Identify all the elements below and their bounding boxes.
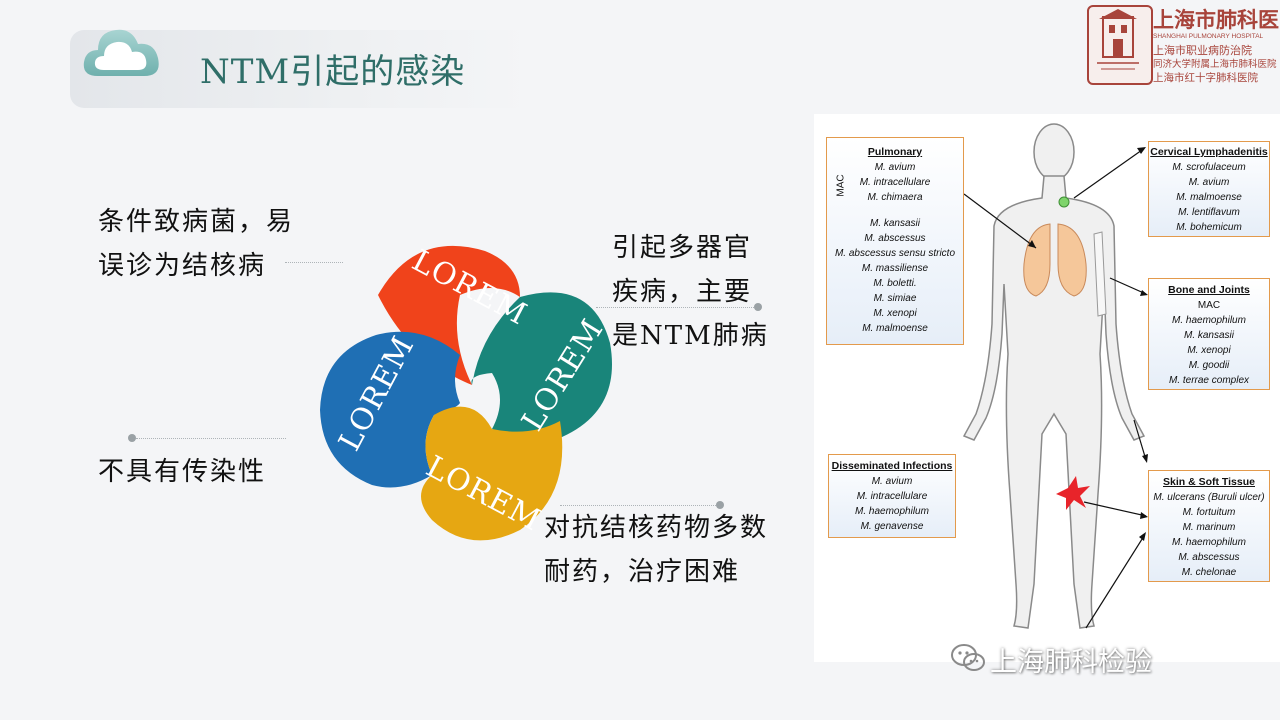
- human-body-figure: [853, 123, 1148, 629]
- species-name: M. intracellulare: [859, 177, 931, 188]
- point-bottom-right: 对抗结核药物多数 耐药，治疗困难: [544, 513, 769, 587]
- species-name: M. simiae: [873, 293, 917, 304]
- mac-label: MAC: [835, 174, 847, 197]
- petal-teal: [471, 292, 612, 441]
- petal-graphic: LOREM LOREM LOREM LOREM: [320, 243, 612, 541]
- point-top-right: 引起多器官 疾病，主要 是NTM肺病: [612, 233, 769, 351]
- pulmonary-box: Pulmonary MAC M. avium M. intracellulare…: [826, 137, 964, 345]
- petal-yellow: [421, 406, 563, 541]
- species-name: M. boletti.: [873, 278, 917, 289]
- species-name: M. avium: [871, 476, 913, 487]
- species-name: M. genavense: [860, 521, 924, 532]
- species-name: M. abscessus: [864, 233, 926, 244]
- species-name: M. malmoense: [862, 323, 928, 334]
- leader-dot: [754, 303, 762, 311]
- cervical-title: Cervical Lymphadenitis: [1150, 146, 1268, 158]
- petal-red: [378, 245, 520, 385]
- bone-joints-box: Bone and Joints MAC M. haemophilum M. ka…: [1148, 278, 1270, 390]
- species-name: M. malmoense: [1176, 192, 1242, 203]
- logo-name-cn: 上海市肺科医院: [1153, 7, 1280, 32]
- species-name: M. avium: [1188, 177, 1230, 188]
- species-name: M. lentiflavum: [1178, 207, 1240, 218]
- species-name: M. marinum: [1182, 522, 1236, 533]
- species-name: M. haemophilum: [1172, 315, 1246, 326]
- species-name: M. massiliense: [861, 263, 929, 274]
- species-name: M. chelonae: [1181, 567, 1237, 578]
- cloud-icon: [83, 29, 159, 76]
- species-name: M. ulcerans (Buruli ulcer): [1153, 492, 1265, 503]
- species-name: M. avium: [874, 162, 916, 173]
- species-name: M. abscessus: [1178, 552, 1240, 563]
- species-name: M. intracellulare: [856, 491, 928, 502]
- logo-name-en: SHANGHAI PULMONARY HOSPITAL: [1153, 33, 1264, 40]
- species-name: M. xenopi: [873, 308, 917, 319]
- species-name: M. chimaera: [867, 192, 923, 203]
- logo-line-2: 同济大学附属上海市肺科医院: [1153, 59, 1277, 70]
- skin-soft-tissue-box: Skin & Soft Tissue M. ulcerans (Buruli u…: [1148, 470, 1270, 582]
- leader-line: [560, 505, 718, 506]
- skin-title: Skin & Soft Tissue: [1163, 476, 1255, 488]
- logo-line-3: 上海市红十字肺科医院: [1153, 72, 1258, 84]
- petal-blue: [320, 331, 460, 488]
- species-name: M. bohemicum: [1176, 222, 1242, 233]
- point-top-left: 条件致病菌，易 误诊为结核病: [98, 207, 295, 281]
- point-bottom-left: 不具有传染性: [98, 457, 267, 487]
- bone-joints-title: Bone and Joints: [1168, 284, 1250, 296]
- cervical-box: Cervical Lymphadenitis M. scrofulaceum M…: [1148, 141, 1270, 237]
- logo-line-1: 上海市职业病防治院: [1153, 44, 1252, 57]
- disseminated-title: Disseminated Infections: [831, 460, 953, 472]
- ntm-infection-diagram: Pulmonary MAC M. avium M. intracellulare…: [814, 114, 1280, 662]
- leader-dot: [716, 501, 724, 509]
- watermark-text: 上海肺科检验: [990, 647, 1152, 678]
- wechat-icon: [951, 644, 985, 671]
- leader-line: [596, 307, 756, 308]
- pulmonary-title: Pulmonary: [867, 146, 923, 158]
- species-name: M. scrofulaceum: [1172, 162, 1246, 173]
- species-name: M. xenopi: [1187, 345, 1231, 356]
- species-name: M. fortuitum: [1182, 507, 1236, 518]
- hospital-logo: [1087, 5, 1153, 85]
- leader-line: [285, 262, 343, 263]
- species-name: M. haemophilum: [855, 506, 929, 517]
- leader-line: [136, 438, 286, 439]
- species-name: M. kansasii: [869, 218, 920, 229]
- disseminated-box: Disseminated Infections M. avium M. intr…: [828, 454, 956, 538]
- species-name: M. terrae complex: [1168, 375, 1250, 386]
- species-name: M. kansasii: [1183, 330, 1234, 341]
- species-name: M. haemophilum: [1172, 537, 1246, 548]
- species-name: M. goodii: [1188, 360, 1230, 371]
- page-title: NTM引起的感染: [200, 52, 466, 92]
- leader-dot: [128, 434, 136, 442]
- species-name: M. abscessus sensu stricto: [834, 248, 956, 259]
- species-name: MAC: [1197, 300, 1221, 311]
